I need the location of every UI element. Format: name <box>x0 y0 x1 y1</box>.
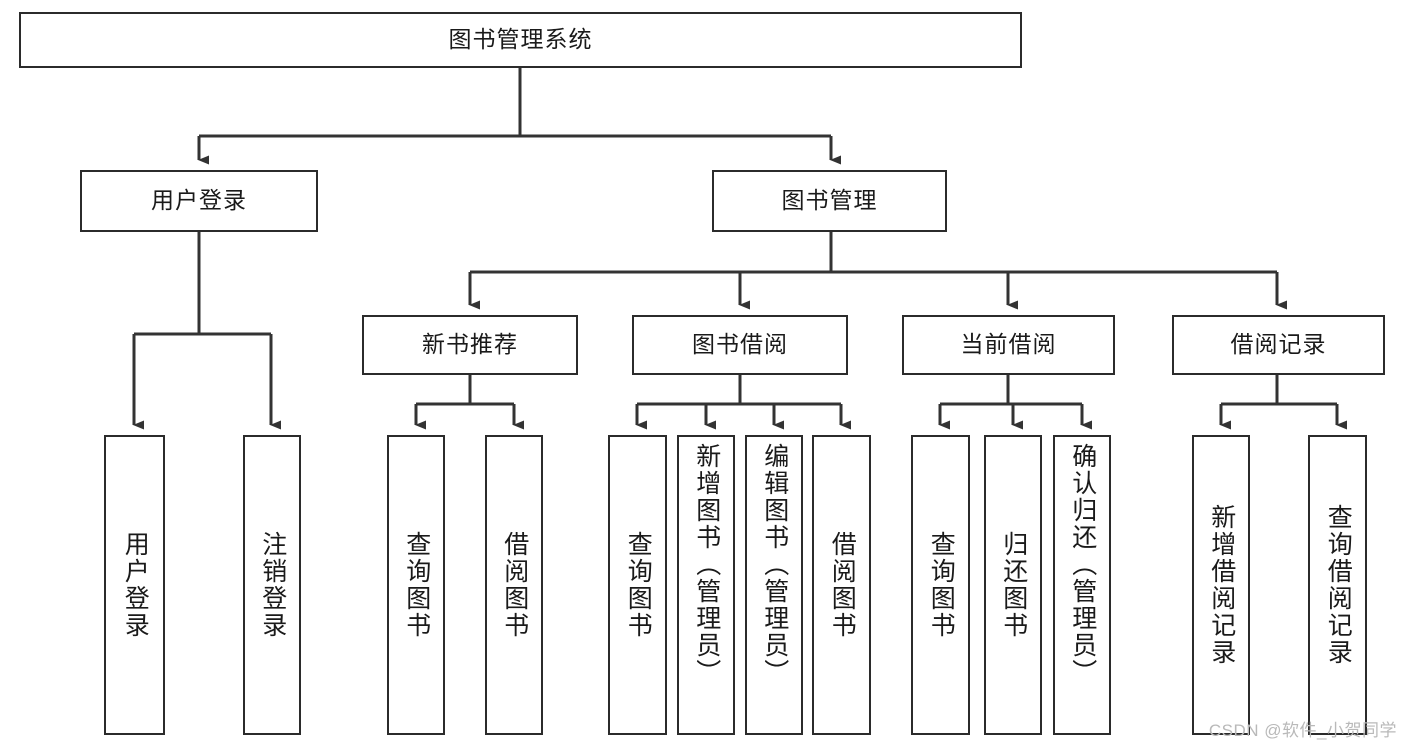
csdn-watermark: CSDN @软件_小贺同学 <box>1208 721 1397 740</box>
node-book-management[interactable]: 图书管理 <box>712 170 947 232</box>
node-leaf-borrow-book-1[interactable]: 借阅图书 <box>485 435 543 735</box>
node-leaf-logout[interactable]: 注销登录 <box>243 435 301 735</box>
edge-bookborrow-to-leaves <box>635 375 851 430</box>
node-leaf-query-book-2[interactable]: 查询图书 <box>608 435 667 735</box>
edge-borrowrecord-to-leaves <box>1219 375 1347 430</box>
node-leaf-query-record-label: 查询借阅记录 <box>1324 504 1353 666</box>
node-leaf-return-book-label: 归还图书 <box>999 531 1028 639</box>
node-leaf-user-login[interactable]: 用户登录 <box>104 435 165 735</box>
node-leaf-query-book-1[interactable]: 查询图书 <box>387 435 445 735</box>
node-leaf-query-record[interactable]: 查询借阅记录 <box>1308 435 1367 735</box>
node-new-book-recommend[interactable]: 新书推荐 <box>362 315 578 375</box>
node-leaf-query-book-1-label: 查询图书 <box>402 531 431 639</box>
node-book-borrow[interactable]: 图书借阅 <box>632 315 848 375</box>
node-user-login-label: 用户登录 <box>151 187 247 214</box>
node-book-management-label: 图书管理 <box>781 187 878 214</box>
node-root[interactable]: 图书管理系统 <box>19 12 1022 68</box>
node-root-label: 图书管理系统 <box>448 26 593 53</box>
node-leaf-query-book-3[interactable]: 查询图书 <box>911 435 970 735</box>
node-leaf-borrow-book-2-label: 借阅图书 <box>828 531 857 639</box>
node-book-borrow-label: 图书借阅 <box>692 331 788 358</box>
node-leaf-borrow-book-1-label: 借阅图书 <box>500 531 529 639</box>
node-leaf-add-book[interactable]: 新增图书（管理员） <box>677 435 735 735</box>
node-leaf-add-book-label: 新增图书（管理员） <box>692 443 721 686</box>
node-current-borrow[interactable]: 当前借阅 <box>902 315 1115 375</box>
node-leaf-edit-book[interactable]: 编辑图书（管理员） <box>745 435 803 735</box>
node-leaf-return-book[interactable]: 归还图书 <box>984 435 1042 735</box>
edge-root-to-level2 <box>197 68 841 165</box>
node-leaf-edit-book-label: 编辑图书（管理员） <box>760 443 789 686</box>
node-leaf-query-book-2-label: 查询图书 <box>624 531 653 639</box>
node-leaf-confirm-return[interactable]: 确认归还（管理员） <box>1053 435 1111 735</box>
node-current-borrow-label: 当前借阅 <box>960 331 1057 358</box>
node-leaf-borrow-book-2[interactable]: 借阅图书 <box>812 435 871 735</box>
edge-newbook-to-leaves <box>414 375 524 430</box>
node-user-login[interactable]: 用户登录 <box>80 170 318 232</box>
node-borrow-record[interactable]: 借阅记录 <box>1172 315 1385 375</box>
node-new-book-recommend-label: 新书推荐 <box>422 331 518 358</box>
node-leaf-confirm-return-label: 确认归还（管理员） <box>1068 443 1097 686</box>
node-leaf-logout-label: 注销登录 <box>258 531 287 639</box>
edge-bookmgmt-to-level3 <box>468 232 1287 310</box>
node-leaf-add-record-label: 新增借阅记录 <box>1207 504 1236 666</box>
node-leaf-query-book-3-label: 查询图书 <box>927 531 956 639</box>
edge-userlogin-to-leaves <box>132 232 281 430</box>
edge-currentborrow-to-leaves <box>938 375 1092 430</box>
node-leaf-user-login-label: 用户登录 <box>121 531 150 639</box>
node-borrow-record-label: 借阅记录 <box>1230 331 1327 358</box>
node-leaf-add-record[interactable]: 新增借阅记录 <box>1192 435 1250 735</box>
